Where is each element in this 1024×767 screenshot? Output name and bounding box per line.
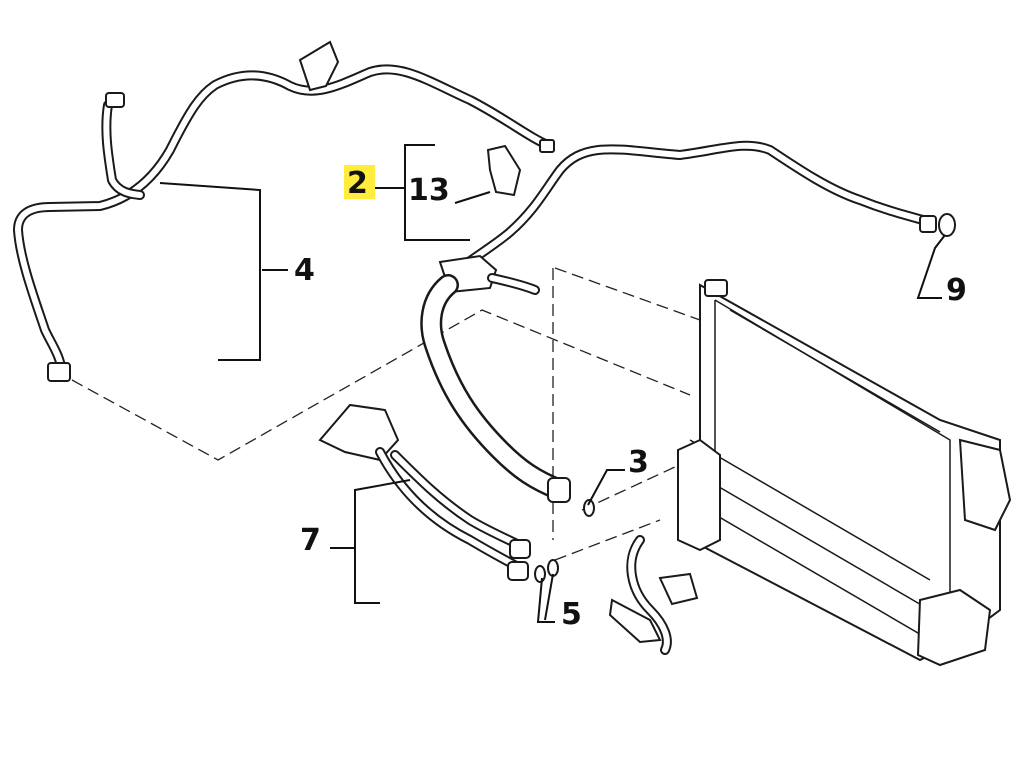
hose-end-fitting bbox=[507, 561, 529, 581]
leader-4 bbox=[159, 182, 261, 361]
mounting-bracket bbox=[298, 40, 340, 92]
hose-end-fitting bbox=[547, 477, 571, 503]
thermostat-housing bbox=[318, 403, 400, 462]
callout-13: 13 bbox=[408, 173, 450, 208]
lower-pipe bbox=[608, 535, 699, 655]
pipe-connector bbox=[608, 598, 662, 644]
hose-end-fitting bbox=[509, 539, 531, 559]
clip bbox=[47, 362, 71, 382]
hose-part-4 bbox=[13, 40, 555, 382]
callout-labels: 2 13 4 9 3 7 5 bbox=[294, 165, 967, 632]
connector-end bbox=[919, 215, 937, 233]
callout-5: 5 bbox=[561, 597, 582, 632]
leader-5 bbox=[536, 577, 555, 623]
radiator-top-bracket bbox=[704, 279, 728, 297]
connector-end bbox=[539, 139, 555, 153]
o-ring-part-5 bbox=[534, 565, 546, 583]
leader-2-13 bbox=[404, 144, 470, 241]
o-ring-part-5 bbox=[547, 559, 559, 577]
callout-3: 3 bbox=[628, 445, 649, 480]
connector-end bbox=[105, 92, 125, 108]
clamp-part-13 bbox=[486, 144, 522, 197]
radiator-side-tank bbox=[958, 438, 1012, 532]
leader-9 bbox=[916, 234, 946, 299]
callout-7: 7 bbox=[300, 523, 321, 558]
callout-9: 9 bbox=[946, 273, 967, 308]
hose-part-7 bbox=[318, 403, 531, 581]
o-ring-part-3 bbox=[583, 499, 595, 517]
intercooler-outlet bbox=[916, 588, 992, 667]
o-ring-part-9 bbox=[938, 213, 956, 237]
callout-2-highlight bbox=[344, 165, 375, 199]
hose-part-2 bbox=[438, 140, 956, 295]
leader-7 bbox=[354, 479, 411, 604]
o-rings bbox=[534, 499, 595, 583]
valve-bracket bbox=[658, 572, 699, 606]
radiator-assembly bbox=[677, 279, 1012, 667]
callout-2: 2 bbox=[347, 166, 368, 201]
leader-3 bbox=[587, 469, 625, 506]
leader-lines bbox=[159, 144, 946, 623]
callout-4: 4 bbox=[294, 253, 315, 288]
intercooler-end-tank bbox=[677, 438, 721, 552]
large-hose bbox=[420, 274, 571, 503]
